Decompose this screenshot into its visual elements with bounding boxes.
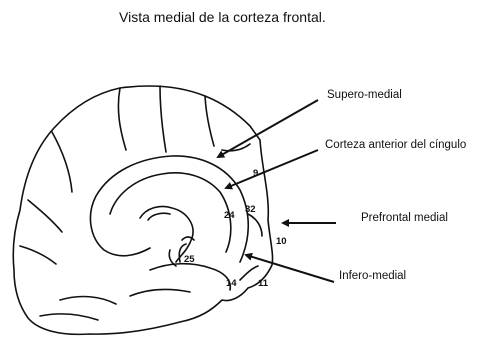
area-11-number: 11 xyxy=(258,278,269,289)
arrow-supero-medial xyxy=(218,100,318,157)
callosal-sliver xyxy=(148,213,170,220)
area-25-number: 25 xyxy=(184,254,195,265)
area-24-number: 24 xyxy=(224,210,235,221)
corpus-callosum xyxy=(90,156,248,262)
cingulate-sulcus xyxy=(110,173,231,252)
area-32-number: 32 xyxy=(245,204,256,215)
area-10-number: 10 xyxy=(276,236,287,247)
arrow-cingulate xyxy=(226,150,318,188)
area-14-number: 14 xyxy=(226,278,237,289)
